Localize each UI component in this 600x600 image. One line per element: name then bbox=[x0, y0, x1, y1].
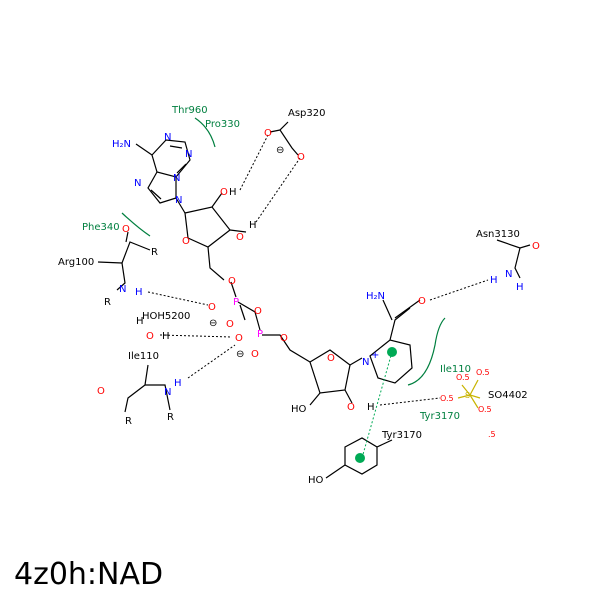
so4-o-left: O.5 bbox=[440, 394, 454, 403]
asn-h: H bbox=[490, 275, 498, 286]
residue-asn3130: Asn3130 bbox=[476, 229, 520, 240]
ile-h: H bbox=[174, 378, 182, 389]
adenine-n7: N bbox=[134, 178, 141, 189]
phosphate-o5: O bbox=[228, 276, 236, 287]
arg-o: O bbox=[122, 224, 130, 235]
arg-h: H bbox=[135, 287, 143, 298]
ligand-caption: 4z0h:NAD bbox=[14, 557, 163, 592]
ribose2-oh-left: HO bbox=[291, 404, 307, 415]
so4-o-top2: O.5 bbox=[476, 368, 490, 377]
nicotinamide-nplus: N bbox=[362, 357, 369, 368]
hydrogen-bonds bbox=[147, 134, 489, 406]
ile-r-bottom: R bbox=[125, 416, 132, 427]
asp-o1: O bbox=[264, 128, 272, 139]
hydrophobic-contacts bbox=[121, 117, 446, 386]
arg-r2: R bbox=[104, 297, 111, 308]
p1-o-bottom: O bbox=[226, 319, 234, 330]
covalent-bonds bbox=[97, 121, 531, 479]
asn-n: N bbox=[505, 269, 512, 280]
ribose-o4: O bbox=[182, 236, 190, 247]
sulfate-labels: O.5 S O.5 O.5 O.5 .5 bbox=[440, 368, 496, 439]
ribose-o2-h: H bbox=[229, 187, 237, 198]
residue-thr960: Thr960 bbox=[171, 105, 208, 116]
adenine-n3: N bbox=[185, 149, 192, 160]
tyr-oh: HO bbox=[308, 475, 324, 486]
residue-labels: Thr960 Pro330 Asp320 Phe340 Arg100 HOH52… bbox=[58, 105, 528, 441]
nh2-label: H₂N bbox=[112, 139, 131, 150]
p2-minus: ⊖ bbox=[236, 349, 244, 360]
so4-o-bottom: O.5 bbox=[478, 405, 492, 414]
residue-ile110-left: Ile110 bbox=[128, 351, 159, 362]
ribose2-o4: O bbox=[327, 353, 335, 364]
pi-center-tyrosine-icon bbox=[355, 453, 365, 463]
p2-o-left: O bbox=[235, 333, 243, 344]
ile-r: R bbox=[167, 412, 174, 423]
p2-o-right: O bbox=[280, 333, 288, 344]
p1-minus: ⊖ bbox=[209, 318, 217, 329]
asn-o: O bbox=[532, 241, 540, 252]
so4-o-top1: O.5 bbox=[456, 373, 470, 382]
residue-phe340: Phe340 bbox=[82, 222, 120, 233]
nicotinamide-plus: + bbox=[371, 350, 379, 361]
residue-arg100: Arg100 bbox=[58, 257, 94, 268]
hoh-o: O bbox=[146, 331, 154, 342]
p1-o-right: O bbox=[254, 306, 262, 317]
asp-minus: ⊖ bbox=[276, 145, 284, 156]
adenine-imidazole-bonds bbox=[147, 171, 177, 204]
so4-dot5-right: .5 bbox=[488, 430, 496, 439]
residue-so4402: SO4402 bbox=[488, 390, 528, 401]
ribose-o2: O bbox=[220, 187, 228, 198]
ribose2-o2-h: H bbox=[367, 402, 375, 413]
residue-asp320: Asp320 bbox=[288, 108, 326, 119]
residue-pro330: Pro330 bbox=[205, 119, 240, 130]
residue-tyr3170-green: Tyr3170 bbox=[419, 411, 460, 422]
ile-n: N bbox=[164, 387, 171, 398]
adenine-n1: N bbox=[164, 132, 171, 143]
ribose2-o2: O bbox=[347, 402, 355, 413]
arg-r: R bbox=[151, 247, 158, 258]
hoh-h: H bbox=[162, 331, 170, 342]
p1-label: P bbox=[233, 297, 239, 308]
ile-o: O bbox=[97, 386, 105, 397]
ribose-o3: O bbox=[236, 232, 244, 243]
asp-o2: O bbox=[297, 152, 305, 163]
ribose-o3-h: H bbox=[249, 220, 257, 231]
residue-hoh5200: HOH5200 bbox=[142, 311, 190, 322]
atom-labels: H₂N N N N N N O O H O H O O O ⊖ O R N H … bbox=[97, 128, 540, 486]
p2-o-bottom: O bbox=[251, 349, 259, 360]
ribose-upper-bonds bbox=[184, 206, 231, 248]
adenine-n-ring: N bbox=[173, 173, 180, 184]
ribose-lower-bonds bbox=[309, 349, 351, 394]
carboxamide-nh2: H₂N bbox=[366, 291, 385, 302]
nicotinamide-ring-bonds bbox=[369, 339, 413, 384]
residue-ile110-right: Ile110 bbox=[440, 364, 471, 375]
p1-o-left: O bbox=[208, 302, 216, 313]
pi-center-nicotinamide-icon bbox=[387, 347, 397, 357]
arg-n: N bbox=[119, 284, 126, 295]
adenine-n9: N bbox=[175, 195, 182, 206]
asn-h2: H bbox=[516, 282, 524, 293]
residue-tyr3170-black: Tyr3170 bbox=[381, 430, 422, 441]
p2-label: P bbox=[257, 329, 263, 340]
carboxamide-o: O bbox=[418, 296, 426, 307]
so4-s: S bbox=[465, 391, 470, 400]
hoh-h-top: H bbox=[136, 316, 144, 327]
